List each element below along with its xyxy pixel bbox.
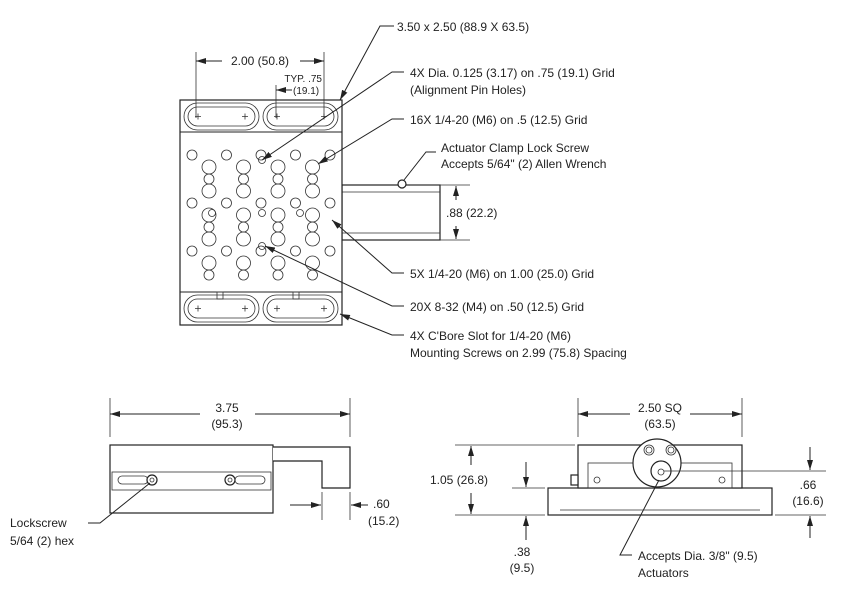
height-dim: 1.05 (26.8) xyxy=(430,473,488,487)
m6-hole xyxy=(305,183,320,199)
pin-hole xyxy=(296,209,304,217)
cbore-slot xyxy=(262,102,339,131)
m6-hole xyxy=(236,231,251,247)
cbore-slot xyxy=(183,102,260,131)
m4-hole xyxy=(221,197,232,209)
m4-hole xyxy=(324,149,336,161)
pin-hole xyxy=(208,209,216,217)
m6-hole xyxy=(236,183,251,199)
m6-hole xyxy=(201,183,217,199)
cbore-slots xyxy=(183,102,339,323)
m6-holes-label: 16X 1/4-20 (M6) on .5 (12.5) Grid xyxy=(410,113,587,127)
m4-hole xyxy=(186,245,198,257)
actuator-label: Accepts Dia. 3/8" (9.5) xyxy=(638,549,758,563)
length-metric: (95.3) xyxy=(211,417,242,431)
m6-hole xyxy=(270,255,286,271)
lockscrew xyxy=(146,474,158,486)
length-dim: 3.75 xyxy=(215,401,239,415)
clamp-wrench-label: Accepts 5/64" (2) Allen Wrench xyxy=(441,157,606,171)
m6-hole xyxy=(305,159,320,175)
typ-metric: (19.1) xyxy=(293,86,319,97)
cbore-slot-inner xyxy=(187,106,256,127)
top-view xyxy=(179,99,441,326)
m4-hole xyxy=(324,245,336,257)
width-metric: (63.5) xyxy=(644,417,675,431)
cbore-slot xyxy=(183,294,260,323)
m4-hole xyxy=(290,149,301,161)
lockscrew-hex-label: 5/64 (2) hex xyxy=(10,534,74,548)
cbore-label: 4X C'Bore Slot for 1/4-20 (M6) xyxy=(410,329,571,343)
end-view xyxy=(547,438,773,516)
m4-holes-label: 20X 8-32 (M4) on .50 (12.5) Grid xyxy=(410,300,584,314)
side-view xyxy=(109,444,351,514)
pin-holes-sublabel: (Alignment Pin Holes) xyxy=(410,83,526,97)
cbore-slot xyxy=(262,294,339,323)
m4-hole xyxy=(324,197,336,209)
m6-hole xyxy=(201,159,217,175)
plus-mark xyxy=(195,305,201,312)
rail xyxy=(341,184,441,241)
m4-hole xyxy=(290,197,301,209)
m6-hole xyxy=(201,255,217,271)
cbore-slot-inner xyxy=(266,106,335,127)
axis-height-metric: (16.6) xyxy=(792,494,823,508)
base-dim: .38 xyxy=(514,545,531,559)
carriage-plate xyxy=(179,99,343,326)
clamp-screw-label: Actuator Clamp Lock Screw xyxy=(441,141,589,155)
m6-hole xyxy=(305,231,320,247)
m6-hole xyxy=(270,183,286,199)
m6-hole xyxy=(201,207,217,223)
plus-mark xyxy=(274,113,280,120)
m6-hole xyxy=(236,255,251,271)
actuator-sublabel: Actuators xyxy=(638,566,689,580)
cbore-spacing-label: Mounting Screws on 2.99 (75.8) Spacing xyxy=(410,346,627,360)
width-dim: 2.50 SQ xyxy=(638,401,682,415)
pin-hole xyxy=(258,209,266,217)
m6-hole xyxy=(270,207,286,223)
m6-hole xyxy=(236,159,251,175)
rail-height-dim: .88 (22.2) xyxy=(446,206,497,220)
m6-hole xyxy=(201,231,217,247)
lockscrew-label: Lockscrew xyxy=(10,516,67,530)
plus-mark xyxy=(321,305,327,312)
slot-spacing-dim: 2.00 (50.8) xyxy=(231,54,289,68)
m4-hole xyxy=(186,149,198,161)
m4-hole xyxy=(186,197,198,209)
clamp-lock-screw xyxy=(397,179,407,189)
plus-mark xyxy=(242,113,248,120)
travel-dim: .60 xyxy=(373,497,390,511)
hole-pattern xyxy=(186,149,336,281)
m6-hole xyxy=(305,207,320,223)
plus-mark xyxy=(274,305,280,312)
base-metric: (9.5) xyxy=(510,561,535,575)
m4-hole xyxy=(290,245,301,257)
m4-hole xyxy=(221,149,232,161)
typ-label: TYP. .75 xyxy=(284,74,322,85)
axis-height-dim: .66 xyxy=(800,478,817,492)
m4-hole xyxy=(221,245,232,257)
overall-size-label: 3.50 x 2.50 (88.9 X 63.5) xyxy=(397,20,529,34)
cbore-slot-inner xyxy=(266,298,335,319)
m6-hole xyxy=(270,231,286,247)
pin-holes-label: 4X Dia. 0.125 (3.17) on .75 (19.1) Grid xyxy=(410,66,615,80)
m6-hole xyxy=(305,255,320,271)
m6-hole xyxy=(236,207,251,223)
m6-large-label: 5X 1/4-20 (M6) on 1.00 (25.0) Grid xyxy=(410,267,594,281)
m4-hole xyxy=(255,197,267,209)
plus-mark xyxy=(242,305,248,312)
travel-metric: (15.2) xyxy=(368,514,399,528)
m6-hole xyxy=(270,159,286,175)
